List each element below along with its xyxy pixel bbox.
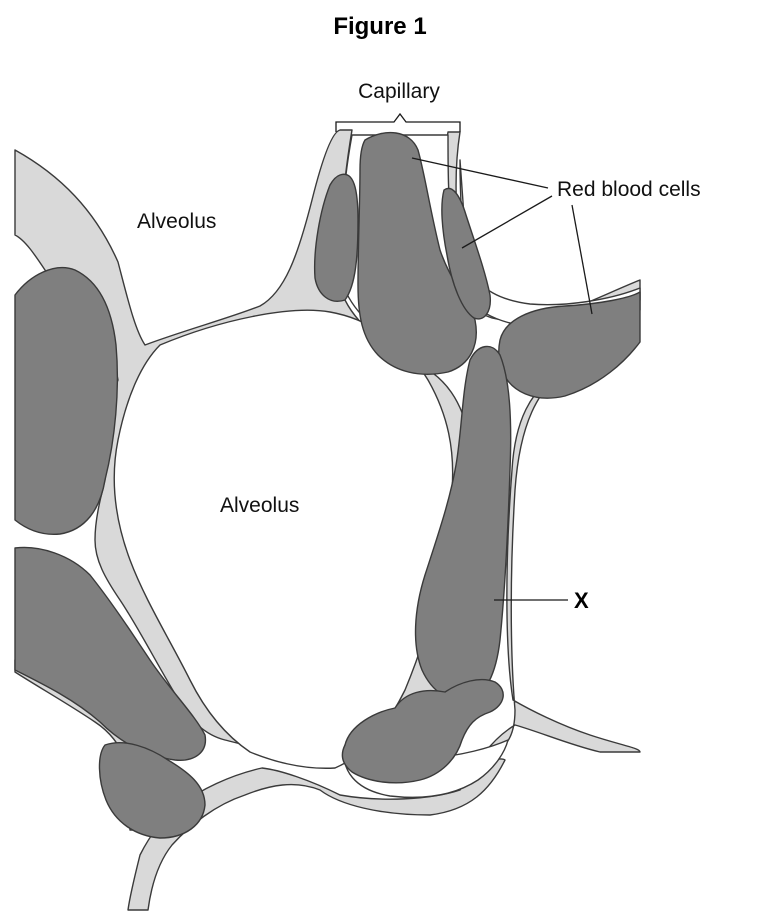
red-blood-cell [15,268,117,535]
alveolus-label-center: Alveolus [220,494,299,517]
leader-line-rbc-3 [572,205,592,314]
capillary-label: Capillary [358,80,440,103]
leader-line-rbc-2 [462,196,552,248]
alveolus-label-top: Alveolus [137,210,216,233]
capillary-bracket [336,114,460,132]
x-label: X [574,588,589,613]
red-blood-cells-label: Red blood cells [557,178,701,201]
figure-title: Figure 1 [333,13,426,40]
